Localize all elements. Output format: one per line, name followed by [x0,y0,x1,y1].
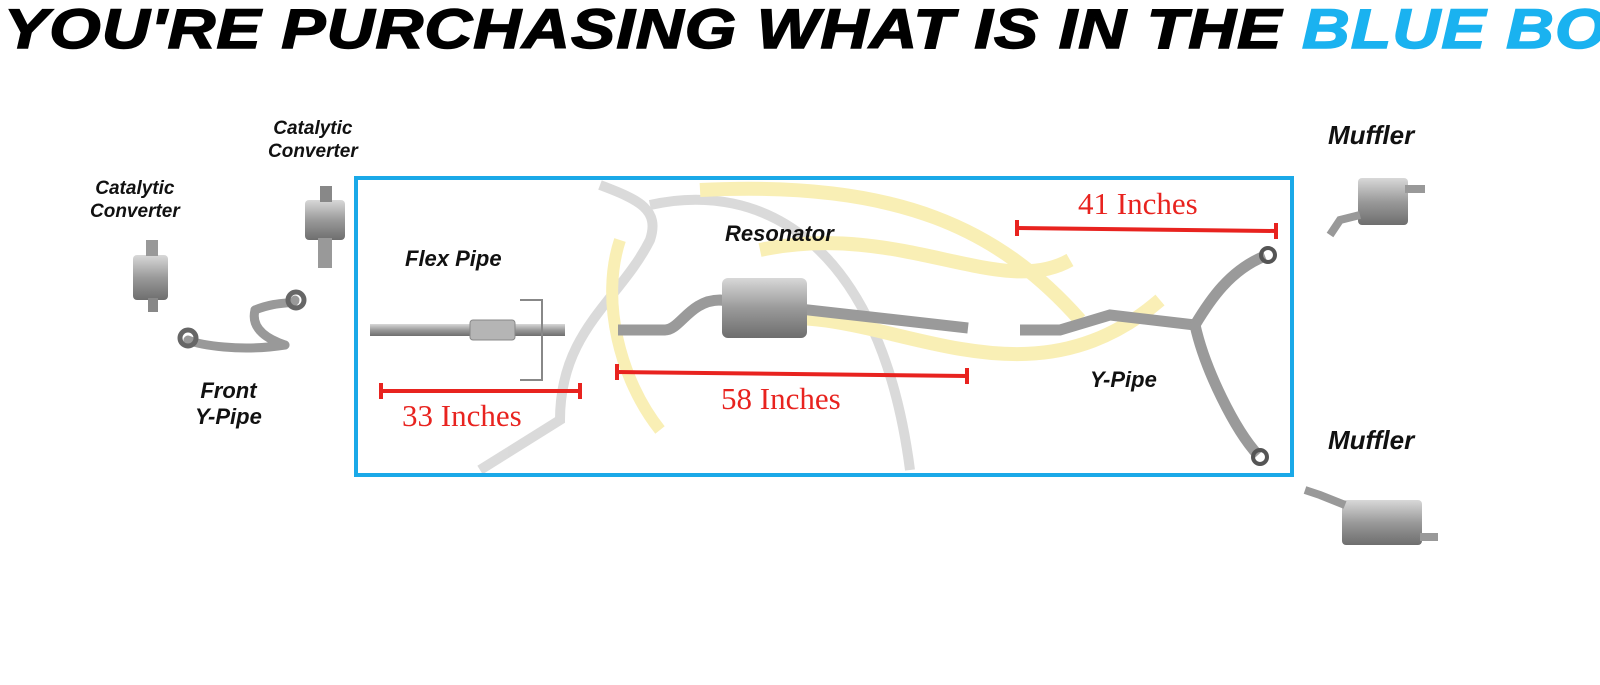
catalytic-converter-right-image [305,186,345,268]
measure-label-33: 33 Inches [402,398,522,433]
label-resonator: Resonator [725,221,834,246]
title-highlight: BLUE BOX [1301,0,1600,61]
label-line: Catalytic [273,118,353,139]
resonator-image [618,278,969,338]
y-pipe-image [1020,246,1277,466]
measure-line-58 [615,364,969,384]
label-muffler-bottom: Muffler [1328,425,1415,455]
label-muffler-top: Muffler [1328,120,1415,150]
label-line: Converter [268,140,358,162]
title-text: YOU'RE PURCHASING WHAT IS IN THE [3,0,1283,61]
measure-label-41: 41 Inches [1078,186,1198,221]
label-flex-pipe: Flex Pipe [405,246,502,271]
label-line: Catalytic [95,178,175,199]
page-title: YOU'RE PURCHASING WHAT IS IN THE BLUE BO… [3,0,1600,61]
label-line: Front [200,378,257,403]
front-y-pipe-image [177,289,307,353]
purchase-box [354,176,1294,477]
measure-label-58: 58 Inches [721,381,841,416]
label-line: Y-Pipe [195,404,262,430]
muffler-top-image [1326,178,1425,238]
flex-pipe-image [370,299,565,381]
label-y-pipe: Y-Pipe [1090,367,1157,392]
catalytic-converter-left-image [133,240,168,312]
measure-line-41 [1015,220,1278,239]
measure-line-33 [379,383,582,399]
watermark-logo [477,180,1165,475]
muffler-bottom-image [1303,486,1438,545]
label-line: Converter [90,200,180,222]
